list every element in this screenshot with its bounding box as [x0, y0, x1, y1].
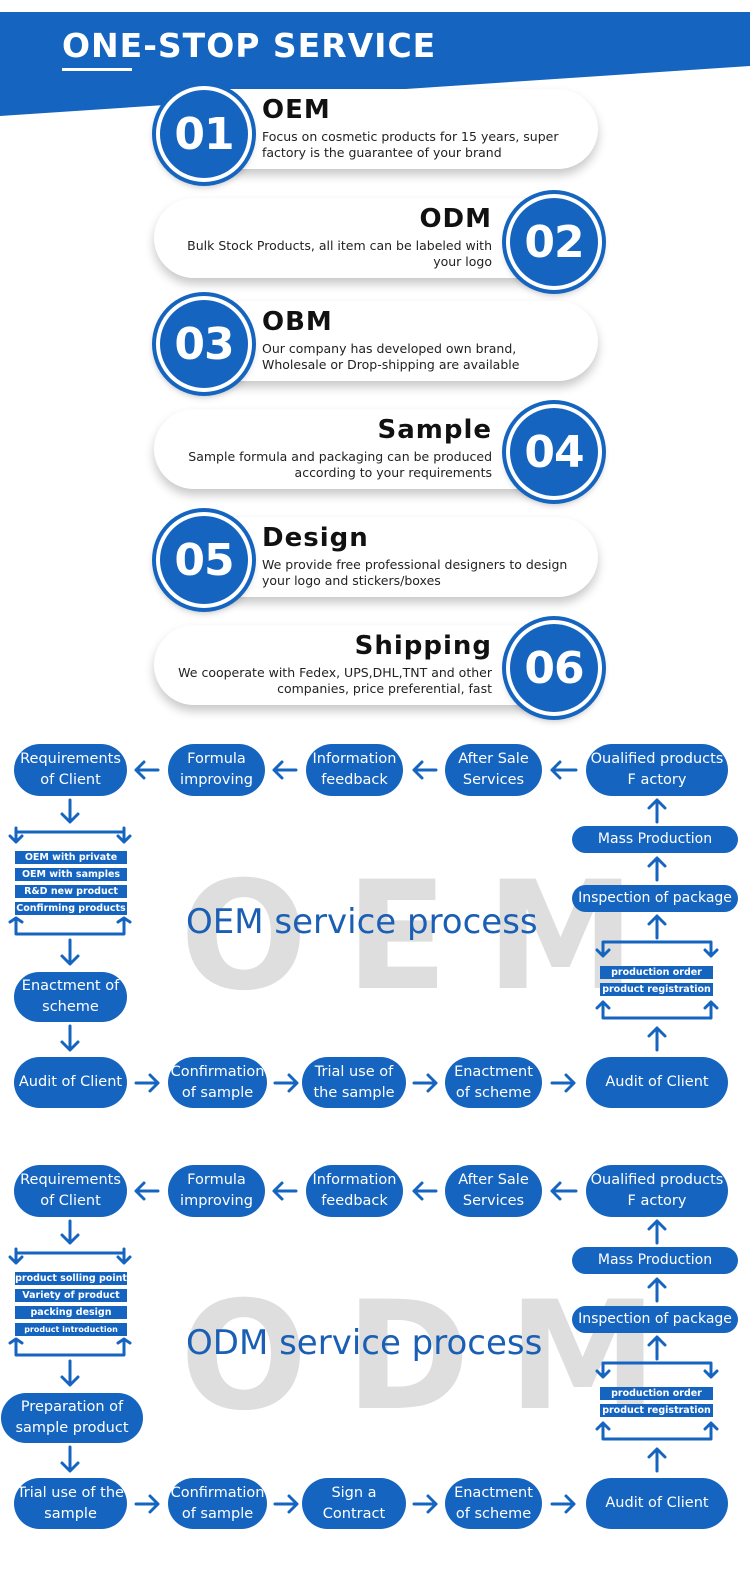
odm-step-formula: Formula improving	[168, 1165, 265, 1217]
service-title: Design	[262, 523, 369, 553]
odm-step-enactment: Enactment of scheme	[445, 1478, 542, 1529]
oem-step-enactment-left: Enactment of scheme	[14, 972, 127, 1022]
bracket-connector	[595, 1421, 719, 1441]
odm-step-trial: Trial use of the sample	[14, 1478, 127, 1529]
arrow-down-icon	[60, 1024, 80, 1052]
oem-watermark: OEM	[180, 850, 674, 1024]
service-title: ODM	[419, 204, 492, 234]
arrow-up-icon	[647, 914, 667, 940]
service-title: OEM	[262, 95, 331, 125]
oem-process-title: OEM service process	[186, 902, 538, 942]
arrow-down-icon	[60, 1359, 80, 1387]
service-desc: Focus on cosmetic products for 15 years,…	[262, 129, 559, 160]
bracket-connector	[595, 940, 719, 958]
arrow-left-icon	[412, 1181, 438, 1201]
oem-step-enactment: Enactment of scheme	[445, 1057, 542, 1108]
oem-tag: Confirming products	[15, 902, 127, 915]
bracket-connector	[8, 826, 132, 844]
service-number-badge: 04	[506, 404, 602, 500]
service-title: Shipping	[354, 631, 492, 661]
oem-tag: R&D new product	[15, 885, 127, 898]
arrow-right-icon	[412, 1073, 438, 1093]
odm-step-confirmation: Confirmation of sample	[168, 1478, 267, 1529]
service-number-badge: 01	[156, 86, 252, 182]
service-desc: Our company has developed own brand, Who…	[262, 341, 520, 372]
service-number-badge: 05	[156, 512, 252, 608]
odm-step-feedback: Information feedback	[306, 1165, 403, 1217]
odm-step-audit: Audit of Client	[586, 1478, 728, 1529]
odm-tag: packing design	[15, 1306, 127, 1319]
odm-step-mass-production: Mass Production	[572, 1247, 738, 1274]
arrow-left-icon	[272, 760, 298, 780]
arrow-right-icon	[134, 1494, 160, 1514]
bracket-connector	[595, 1361, 719, 1379]
odm-tag: product solling point	[15, 1272, 127, 1285]
oem-step-after-sale: After Sale Services	[445, 744, 542, 796]
odm-step-after-sale: After Sale Services	[445, 1165, 542, 1217]
oem-step-confirmation: Confirmation of sample	[168, 1057, 267, 1108]
arrow-right-icon	[273, 1073, 299, 1093]
arrow-up-icon	[647, 1026, 667, 1052]
arrow-right-icon	[550, 1073, 576, 1093]
oem-step-mass-production: Mass Production	[572, 826, 738, 853]
service-desc: We provide free professional designers t…	[262, 557, 568, 588]
arrow-up-icon	[647, 856, 667, 882]
service-title: Sample	[377, 415, 492, 445]
oem-step-formula: Formula improving	[168, 744, 265, 796]
arrow-down-icon	[60, 798, 80, 824]
arrow-up-icon	[647, 1335, 667, 1361]
arrow-up-icon	[647, 1277, 667, 1303]
arrow-left-icon	[134, 760, 160, 780]
oem-step-feedback: Information feedback	[306, 744, 403, 796]
service-number-badge: 06	[506, 620, 602, 716]
service-number-badge: 02	[506, 194, 602, 290]
bracket-connector	[8, 1247, 132, 1265]
oem-step-requirements: Requirements of Client	[14, 744, 127, 796]
odm-step-contract: Sign a Contract	[302, 1478, 406, 1529]
arrow-left-icon	[412, 760, 438, 780]
arrow-right-icon	[412, 1494, 438, 1514]
oem-step-audit-left: Audit of Client	[14, 1057, 127, 1108]
arrow-left-icon	[272, 1181, 298, 1201]
odm-step-preparation: Preparation of sample product	[1, 1393, 143, 1443]
oem-step-qualified: Oualified products F actory	[586, 744, 728, 796]
odm-tag: product registration	[600, 1404, 713, 1417]
arrow-down-icon	[60, 938, 80, 966]
oem-step-trial: Trial use of the sample	[302, 1057, 406, 1108]
oem-step-inspection: Inspection of package	[572, 885, 738, 912]
service-desc: We cooperate with Fedex, UPS,DHL,TNT and…	[178, 665, 492, 696]
arrow-right-icon	[134, 1073, 160, 1093]
odm-watermark: ODM	[180, 1270, 696, 1444]
odm-step-inspection: Inspection of package	[572, 1306, 738, 1333]
service-number-badge: 03	[156, 296, 252, 392]
odm-process-title: ODM service process	[186, 1323, 543, 1363]
odm-tag: production order	[600, 1387, 713, 1400]
oem-tag: OEM with samples	[15, 868, 127, 881]
bracket-connector	[8, 1337, 132, 1357]
bracket-connector	[595, 1000, 719, 1020]
arrow-right-icon	[550, 1494, 576, 1514]
arrow-left-icon	[550, 760, 578, 780]
odm-step-qualified: Oualified products F actory	[586, 1165, 728, 1217]
oem-tag: production order	[600, 966, 713, 979]
oem-tag: product registration	[600, 983, 713, 996]
page-title: ONE-STOP SERVICE	[62, 26, 437, 65]
arrow-left-icon	[550, 1181, 578, 1201]
arrow-up-icon	[647, 1447, 667, 1473]
service-desc: Bulk Stock Products, all item can be lab…	[187, 238, 492, 269]
arrow-right-icon	[273, 1494, 299, 1514]
oem-step-audit-right: Audit of Client	[586, 1057, 728, 1108]
odm-tag: product introduction copywritor	[15, 1323, 127, 1347]
arrow-down-icon	[60, 1445, 80, 1473]
arrow-left-icon	[134, 1181, 160, 1201]
arrow-down-icon	[60, 1219, 80, 1245]
service-title: OBM	[262, 307, 333, 337]
bracket-connector	[8, 916, 132, 936]
arrow-up-icon	[647, 798, 667, 824]
service-desc: Sample formula and packaging can be prod…	[188, 449, 492, 480]
arrow-up-icon	[647, 1219, 667, 1245]
odm-step-requirements: Requirements of Client	[14, 1165, 127, 1217]
title-underline	[62, 68, 132, 71]
